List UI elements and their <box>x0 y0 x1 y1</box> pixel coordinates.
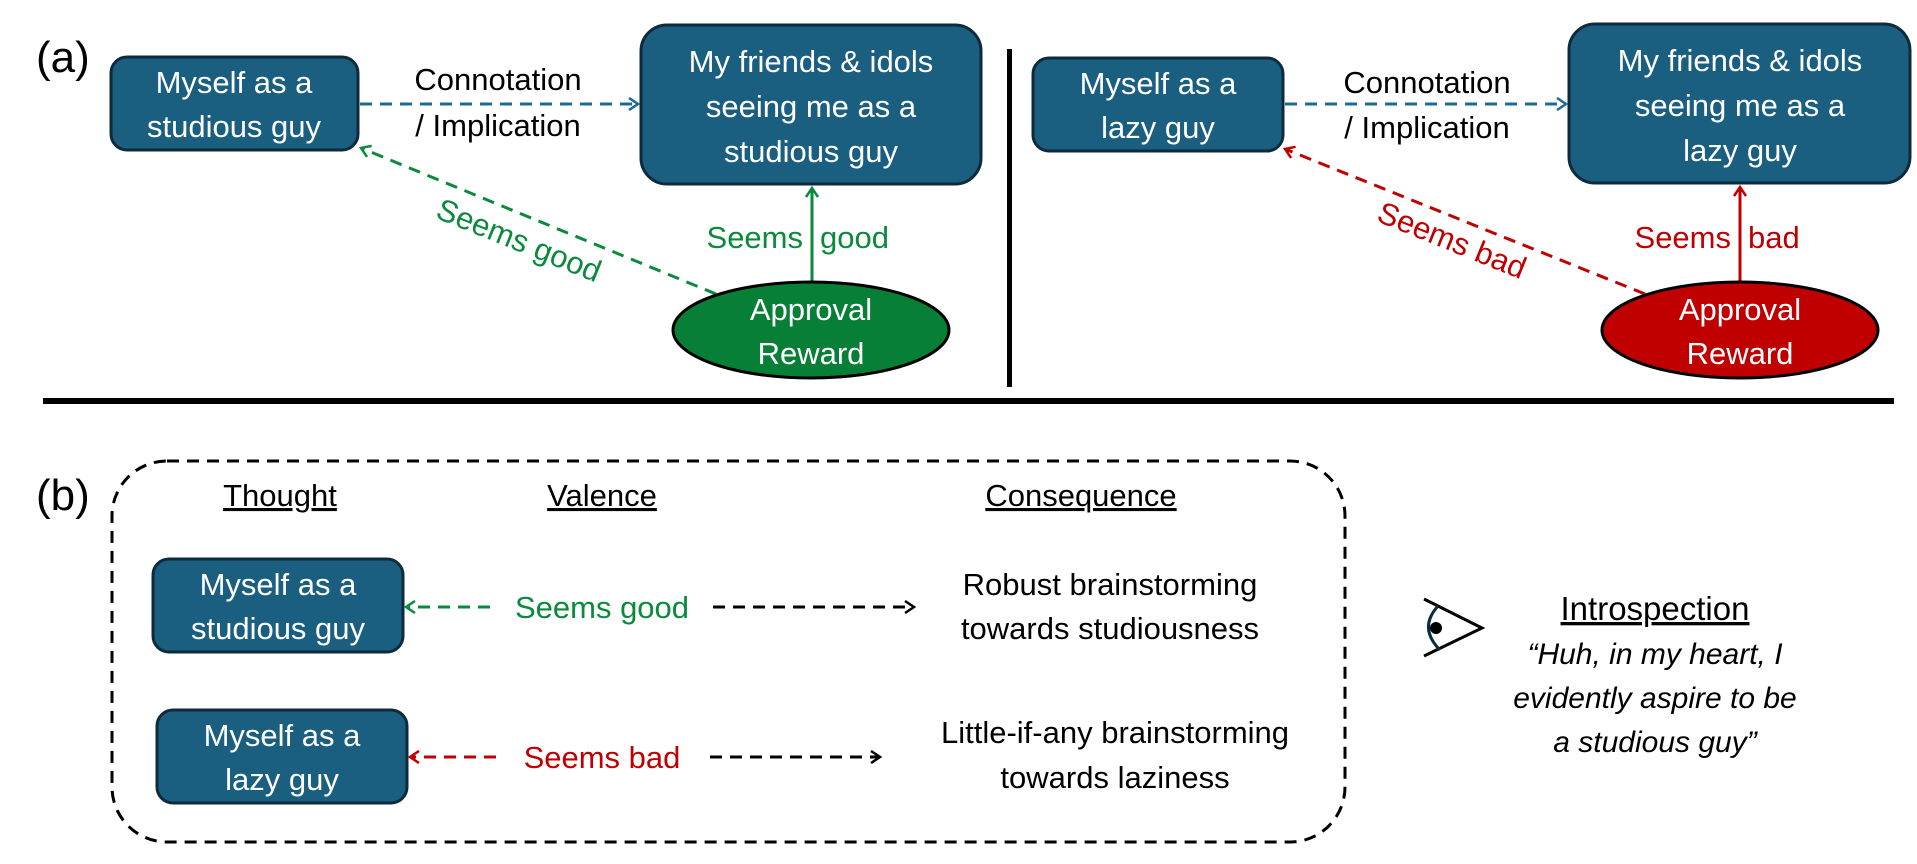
others-lazy-box <box>1567 22 1912 185</box>
horizontal-divider <box>43 398 1894 404</box>
vertical-label-good-left: Seems <box>707 220 803 255</box>
consequence-studious-line2: towards studiousness <box>961 611 1259 646</box>
right-scenario: Myself as a lazy guy My friends & idols … <box>1031 22 1912 380</box>
consequence-lazy-line2: towards laziness <box>1000 760 1229 795</box>
connotation-label-right-1: Connotation <box>1343 65 1510 100</box>
connotation-label-left-1: Connotation <box>414 62 581 97</box>
header-thought: Thought <box>223 478 337 513</box>
others-lazy-line3: lazy guy <box>1683 133 1797 168</box>
vertical-label-good-right: good <box>820 220 889 255</box>
vertical-label-bad-right: bad <box>1748 220 1800 255</box>
reward-bad-line2: Reward <box>1687 336 1794 371</box>
others-lazy-line2: seeing me as a <box>1635 88 1846 123</box>
thought-studious-line1: Myself as a <box>200 567 358 602</box>
introspection-title: Introspection <box>1561 590 1750 627</box>
diagonal-label-bad: Seems bad <box>1373 195 1532 286</box>
approval-reward-good <box>671 280 951 380</box>
self-lazy-box <box>1031 56 1285 153</box>
diagonal-label-good: Seems good <box>432 191 606 289</box>
panel-b-label: (b) <box>36 471 90 520</box>
valence-bad-label: Seems bad <box>524 740 681 775</box>
diagonal-arrow-bad <box>1285 149 1646 296</box>
reward-good-line2: Reward <box>758 336 865 371</box>
thought-lazy-line2: lazy guy <box>225 762 339 797</box>
introspection-quote-line1: “Huh, in my heart, I <box>1527 638 1782 671</box>
header-valence: Valence <box>547 478 657 513</box>
left-scenario: Myself as a studious guy My friends & id… <box>109 23 983 380</box>
others-studious-box <box>639 23 983 186</box>
self-studious-line1: Myself as a <box>156 65 314 100</box>
self-studious-box <box>109 55 360 152</box>
consequence-studious-line1: Robust brainstorming <box>963 567 1258 602</box>
diagonal-arrow-good <box>361 148 717 296</box>
panel-a-label: (a) <box>36 33 90 82</box>
header-consequence: Consequence <box>985 478 1176 513</box>
valence-good-label: Seems good <box>515 590 689 625</box>
introspection-quote-line2: evidently aspire to be <box>1513 682 1797 715</box>
thought-lazy-box <box>155 708 409 805</box>
introspection-group: Introspection “Huh, in my heart, I evide… <box>1423 590 1797 759</box>
introspection-quote-line3: a studious guy” <box>1553 726 1758 759</box>
approval-reward-bad <box>1600 280 1880 380</box>
others-studious-line1: My friends & idols <box>689 44 934 79</box>
row-lazy: Myself as a lazy guy Seems bad Little-if… <box>155 708 1289 805</box>
vertical-label-bad-left: Seems <box>1635 220 1731 255</box>
others-studious-line3: studious guy <box>724 134 899 169</box>
self-lazy-line1: Myself as a <box>1080 66 1238 101</box>
connotation-label-right-2: / Implication <box>1344 110 1509 145</box>
consequence-lazy-line1: Little-if-any brainstorming <box>941 715 1289 750</box>
others-lazy-line1: My friends & idols <box>1618 43 1863 78</box>
thought-studious-line2: studious guy <box>191 611 366 646</box>
others-studious-line2: seeing me as a <box>706 89 917 124</box>
thought-studious-box <box>151 557 405 654</box>
reward-bad-line1: Approval <box>1679 292 1801 327</box>
thought-lazy-line1: Myself as a <box>204 718 362 753</box>
connotation-label-left-2: / Implication <box>415 108 580 143</box>
reward-good-line1: Approval <box>750 292 872 327</box>
row-studious: Myself as a studious guy Seems good Robu… <box>151 557 1259 654</box>
vertical-divider <box>1007 49 1012 387</box>
self-studious-line2: studious guy <box>147 109 322 144</box>
eye-icon <box>1423 597 1486 658</box>
panel-b-dashed-frame <box>110 459 1347 844</box>
self-lazy-line2: lazy guy <box>1101 110 1215 145</box>
